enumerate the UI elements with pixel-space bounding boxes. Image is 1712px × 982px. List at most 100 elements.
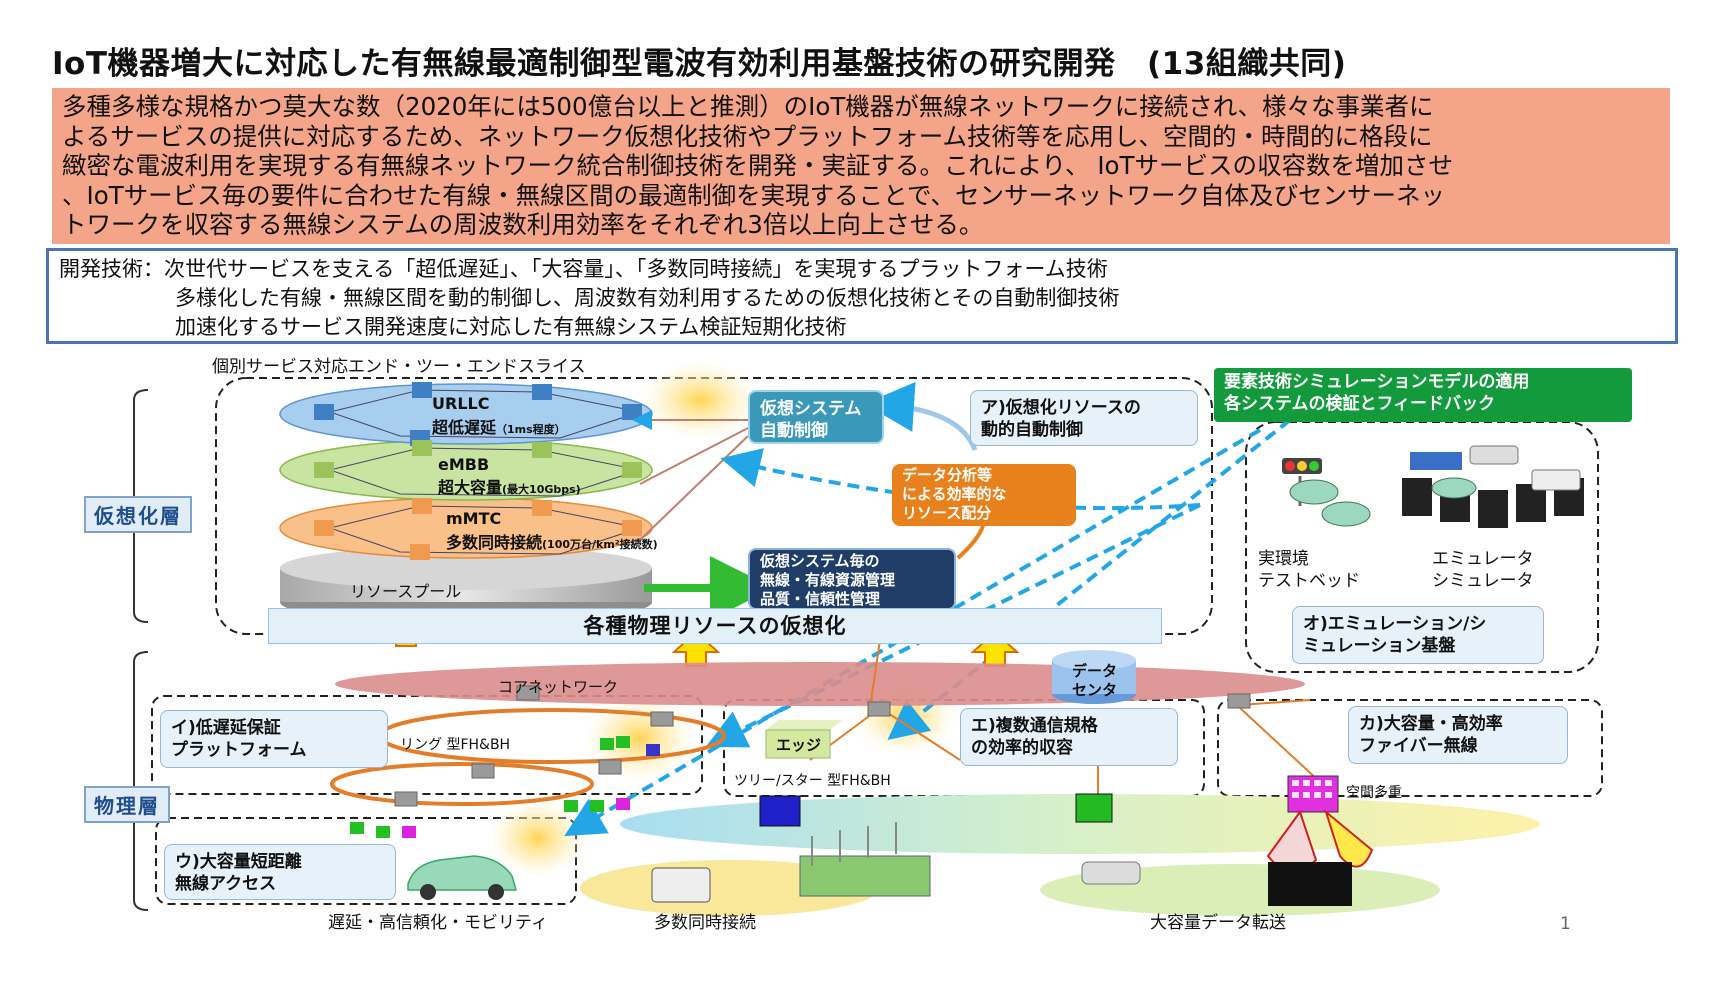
factory-icon [799,855,931,897]
train-icon [1410,452,1462,470]
mmtc-sub-text: 多数同時接続 [446,533,543,552]
tablet-icon [1531,469,1581,491]
box-o-line: ミュレーション基盤 [1303,636,1456,656]
emulation-region [1245,421,1599,673]
box-o-line: オ)エミュレーション/シ [1303,614,1487,634]
box-u-line: ウ)大容量短距離 [175,852,302,872]
box-u-line: 無線アクセス [175,874,277,894]
feedback-arrow [720,448,1201,511]
tv-icon [1268,862,1352,906]
tech-item: 次世代サービスを支える「超低遅延」、「大容量」、「多数同時接続」を実現するプラッ… [164,257,1108,281]
space-mux-label: 空間多重 [1346,785,1402,801]
mmtc-sub: 多数同時接続(100万台/km²接続数) [446,529,658,553]
slice-label: 個別サービス対応エンド・ツー・エンドスライス [212,357,586,377]
data-analysis-line: リソース配分 [902,504,992,522]
box-ka-line: カ)大容量・高効率 [1359,714,1503,734]
bottom-mid-label: 多数同時接続 [654,913,756,933]
page-title: IoT機器増大に対応した有無線最適制御型電波有効利用基盤技術の研究開発 (13組… [52,46,1347,82]
car-icon [1289,479,1339,505]
camera-icon [1469,445,1519,465]
bottom-right-label: 大容量データ転送 [1150,913,1286,933]
ring-label: リング 型FH&BH [400,737,511,753]
box-i: イ)低遅延保証 プラットフォーム [160,710,388,768]
tech-prefix: 開発技術： [59,257,164,281]
glow-icon [488,798,588,878]
per-system-box: 仮想システム毎の 無線・有線資源管理 品質・信頼性管理 [748,548,956,610]
box-e-line: エ)複数通信規格 [971,716,1098,736]
page-number: 1 [1560,914,1571,934]
virtual-layer-label: 仮想化層 [84,496,192,533]
box-a-line: 動的自動制御 [981,420,1083,440]
tree-label: ツリー/スター 型FH&BH [734,773,891,789]
simulation-banner-line: 各システムの検証とフィードバック [1224,394,1496,414]
box-a-line: ア)仮想化リソースの [981,398,1141,418]
simulation-banner: 要素技術シミュレーションモデルの適用 各システムの検証とフィードバック [1214,368,1632,422]
summary-line: トワークを収容する無線システムの周波数利用効率をそれぞれ3倍以上向上させる。 [62,210,984,239]
datacenter-icon [1052,650,1136,670]
physical-bracket [133,651,149,911]
physical-layer-label: 物理層 [84,786,170,823]
urllc-disk [279,383,653,445]
resource-pool-label: リソースプール [350,582,462,601]
tablet-icon [651,867,711,903]
real-env-line: 実環境 [1258,549,1309,569]
mmtc-label: mMTC [446,509,502,528]
emulator-label: エミュレータシミュレータ [1432,548,1534,592]
data-analysis-line: による効率的な [902,485,1007,503]
box-ka-line: ファイバー無線 [1359,736,1478,756]
emulator-line: シミュレータ [1432,571,1534,591]
mmtc-note: (100万台/km²接続数) [542,538,658,551]
summary-line: よるサービスの提供に対応するため、ネットワーク仮想化技術やプラットフォーム技術等… [62,121,1433,151]
tech-item: 加速化するサービス開発速度に対応した有無線システム検証短期化技術 [175,315,847,339]
data-analysis-line: データ分析等 [902,466,993,484]
summary-box: 多種多様な規格かつ莫大な数（2020年には500億台以上と推測）のIoT機器が無… [52,88,1670,244]
edge-label: エッジ [776,736,822,754]
embb-label: eMBB [438,455,490,474]
per-system-line: 無線・有線資源管理 [760,571,896,589]
embb-sub: 超大容量(最大10Gbps) [438,474,581,498]
virtual-control-line: 自動制御 [760,421,828,441]
core-network-label: コアネットワーク [498,678,619,696]
tech-box: 開発技術：次世代サービスを支える「超低遅延」、「大容量」、「多数同時接続」を実現… [46,248,1678,344]
box-i-line: プラットフォーム [171,740,307,760]
real-env-line: テストベッド [1258,571,1360,591]
base-station-icon [759,795,801,827]
base-station-icon [1075,793,1113,823]
fiber-radio-region [1217,699,1603,797]
urllc-sub: 超低遅延（1ms程度） [432,414,566,438]
box-e-line: の効率的収容 [971,738,1073,758]
box-i-line: イ)低遅延保証 [171,718,281,738]
embb-note: (最大10Gbps) [502,483,581,496]
simulation-banner-line: 要素技術シミュレーションモデルの適用 [1224,372,1530,392]
summary-line: 多種多様な規格かつ莫大な数（2020年には500億台以上と推測）のIoT機器が無… [62,92,1434,121]
virtual-control-line: 仮想システム [760,399,862,419]
per-system-line: 品質・信頼性管理 [760,590,881,608]
urllc-note: （1ms程度） [496,423,566,436]
glow-icon [640,360,760,440]
real-env-label: 実環境テストベッド [1258,548,1360,592]
bottom-left-label: 遅延・高信頼化・モビリティ [328,913,548,933]
box-o: オ)エミュレーション/シ ミュレーション基盤 [1292,606,1544,664]
car-icon [1321,501,1371,527]
virtualization-bar: 各種物理リソースの仮想化 [268,608,1162,644]
urllc-sub-text: 超低遅延 [432,418,497,437]
summary-line: 、IoTサービス毎の要件に合わせた有線・無線区間の最適制御を実現することで、セン… [62,180,1445,210]
emulator-line: エミュレータ [1432,549,1534,569]
datacenter-line: データ [1072,662,1118,680]
tech-item: 多様化した有線・無線区間を動的制御し、周波数有効利用するための仮想化技術とその自… [175,286,1120,310]
car-icon [407,855,517,891]
data-analysis-box: データ分析等 による効率的な リソース配分 [892,464,1076,526]
virtual-control-box: 仮想システム 自動制御 [748,390,884,444]
box-u: ウ)大容量短距離 無線アクセス [164,844,396,900]
datacenter-label: データセンタ [1072,662,1117,700]
camera-icon [1081,861,1141,885]
core-network [335,662,1305,706]
embb-sub-text: 超大容量 [438,478,503,497]
box-ka: カ)大容量・高効率 ファイバー無線 [1348,706,1568,764]
resource-pool-disk [280,546,652,590]
summary-line: 緻密な電波利用を実現する有無線ネットワーク統合制御技術を開発・実証する。これによ… [62,151,1453,180]
per-system-line: 仮想システム毎の [760,552,880,570]
urllc-label: URLLC [432,394,490,413]
box-a: ア)仮想化リソースの 動的自動制御 [970,390,1198,446]
